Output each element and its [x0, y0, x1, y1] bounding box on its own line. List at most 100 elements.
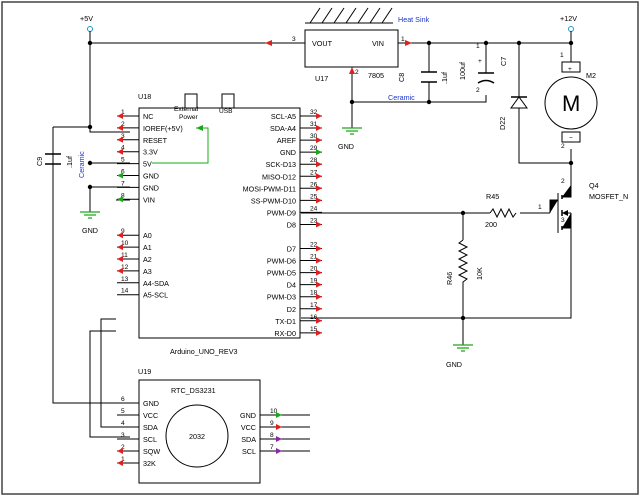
pin-number: 7	[121, 180, 125, 187]
svg-text:M: M	[562, 91, 580, 116]
pin-name: SQW	[143, 447, 160, 456]
svg-text:7805: 7805	[368, 71, 384, 80]
pin-name: A1	[143, 243, 152, 252]
pin-name: PWM-D6	[267, 257, 296, 266]
pin-number: 24	[310, 205, 318, 212]
pin-name: D4	[287, 281, 296, 290]
svg-text:R45: R45	[486, 192, 499, 201]
resistor-r46: R46 10K	[445, 239, 484, 288]
pin-name: SCL	[242, 447, 256, 456]
pin-arrow	[276, 412, 282, 418]
pin-name: GND	[280, 148, 296, 157]
svg-text:10K: 10K	[475, 267, 484, 280]
pin-name: GND	[143, 183, 159, 192]
svg-text:VIN: VIN	[372, 39, 384, 48]
pin-arrow	[117, 113, 123, 119]
svg-text:Arduino_UNO_REV3: Arduino_UNO_REV3	[170, 347, 238, 356]
svg-text:U19: U19	[138, 367, 151, 376]
capacitor-c8: C8 .1uf Ceramic	[388, 71, 449, 102]
svg-text:.1uf: .1uf	[65, 156, 74, 168]
pin-arrow	[316, 245, 322, 252]
pin-number: 8	[121, 192, 125, 199]
pin-number: 6	[121, 169, 125, 176]
arduino-pin-15: 15 RX-D0	[274, 326, 322, 338]
pin-number: 6	[121, 396, 125, 403]
svg-text:2: 2	[561, 178, 565, 185]
pin-number: 9	[121, 228, 125, 235]
pin-number: 12	[121, 264, 129, 271]
pin-name: A4-SDA	[143, 279, 169, 288]
pin-name: 3.3V	[143, 148, 158, 157]
svg-text:Ceramic: Ceramic	[388, 93, 415, 102]
pin-arrow	[117, 460, 123, 466]
pin-number: 10	[270, 408, 278, 415]
svg-text:U18: U18	[138, 92, 151, 101]
pin-name: TX-D1	[275, 317, 296, 326]
pin-arrow	[117, 172, 123, 179]
svg-text:External: External	[174, 106, 199, 113]
pin-arrow	[316, 125, 322, 132]
pin-arrow	[316, 257, 322, 264]
pin-arrow	[316, 269, 322, 276]
svg-text:GND: GND	[82, 226, 98, 235]
pin-name: D2	[287, 305, 296, 314]
regulator-u17: VOUT VIN U17 7805 3 1 2	[265, 29, 412, 83]
pin-name: SDA-A4	[270, 124, 296, 133]
pin-name: RESET	[143, 136, 168, 145]
capacitor-c9: C9 .1uf Ceramic	[35, 151, 86, 178]
pin-arrow	[316, 137, 322, 144]
arduino-pin-6: 6 GND	[117, 169, 159, 181]
pin-name: RX-D0	[274, 329, 296, 338]
pin-name: MOSI-PWM-D11	[243, 184, 296, 193]
svg-text:Power: Power	[179, 114, 198, 121]
pin-number: 7	[270, 444, 274, 451]
arduino-u18: U18 External Power USB Arduino_UNO_REV3	[138, 92, 301, 356]
svg-text:2: 2	[561, 143, 565, 150]
pin-number: 25	[310, 193, 318, 200]
pin-name: VIN	[143, 195, 155, 204]
pin-name: SCL-A5	[271, 112, 296, 121]
pin-arrow	[316, 293, 322, 300]
pin-number: 3	[121, 432, 125, 439]
pin-name: MISO-D12	[262, 172, 296, 181]
pin-number: 11	[121, 252, 128, 259]
pin-name: GND	[143, 172, 159, 181]
pin-number: 28	[310, 157, 318, 164]
pin-number: 15	[310, 326, 318, 333]
svg-text:C7: C7	[499, 57, 508, 66]
svg-text:3: 3	[561, 217, 565, 224]
heat-sink: Heat Sink	[305, 7, 430, 24]
pin-name: SCL	[143, 435, 157, 444]
pin-number: 3	[121, 133, 125, 140]
pin-arrow	[117, 256, 123, 262]
pin-name: NC	[143, 112, 153, 121]
svg-text:+: +	[568, 66, 572, 73]
svg-text:VOUT: VOUT	[312, 39, 333, 48]
pin-arrow	[316, 317, 322, 324]
arduino-pin-24: 24 PWM-D9	[267, 205, 322, 217]
pin-number: 16	[310, 314, 318, 321]
pin-name: PWM-D9	[267, 208, 296, 217]
ground-symbol-left: GND	[80, 211, 100, 235]
